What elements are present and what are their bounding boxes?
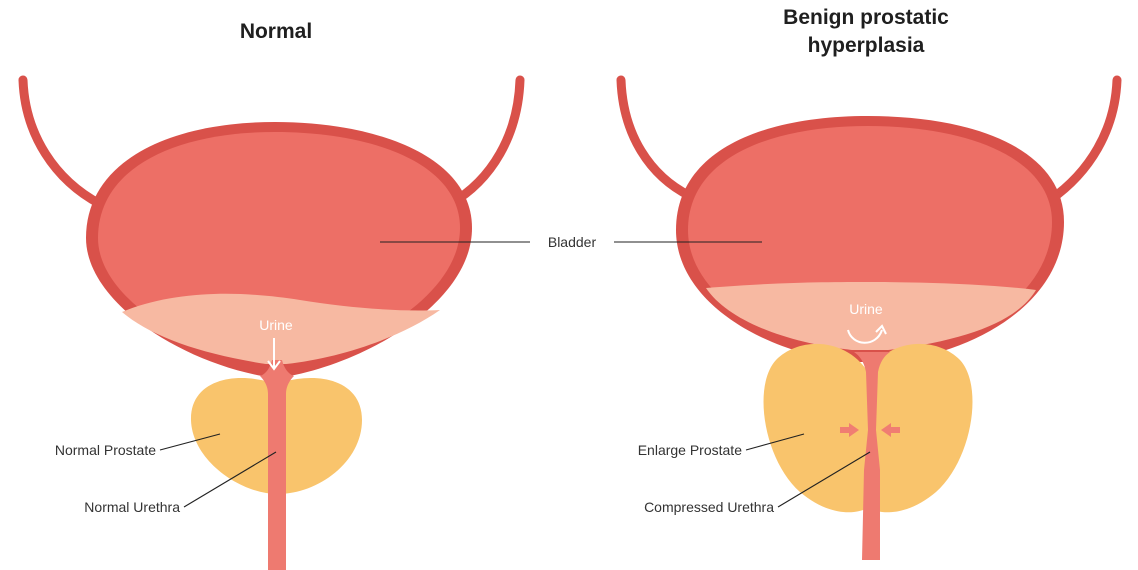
urine-label-normal: Urine — [259, 317, 293, 333]
bph-left-ureter — [621, 80, 690, 196]
normal-left-ureter — [23, 80, 100, 204]
bph-right-ureter — [1050, 80, 1117, 200]
bph-title-line2: hyperplasia — [808, 34, 925, 57]
compressed-urethra-label: Compressed Urethra — [644, 499, 774, 515]
bph-title-line1: Benign prostatic — [783, 6, 949, 29]
normal-title: Normal — [240, 20, 312, 43]
normal-prostate-label: Normal Prostate — [55, 442, 156, 458]
bladder-label: Bladder — [548, 234, 597, 250]
bph-anatomy — [621, 80, 1117, 560]
normal-urethra-label: Normal Urethra — [84, 499, 180, 515]
enlarge-prostate-label: Enlarge Prostate — [638, 442, 742, 458]
urine-label-bph: Urine — [849, 301, 883, 317]
normal-right-ureter — [450, 80, 520, 204]
